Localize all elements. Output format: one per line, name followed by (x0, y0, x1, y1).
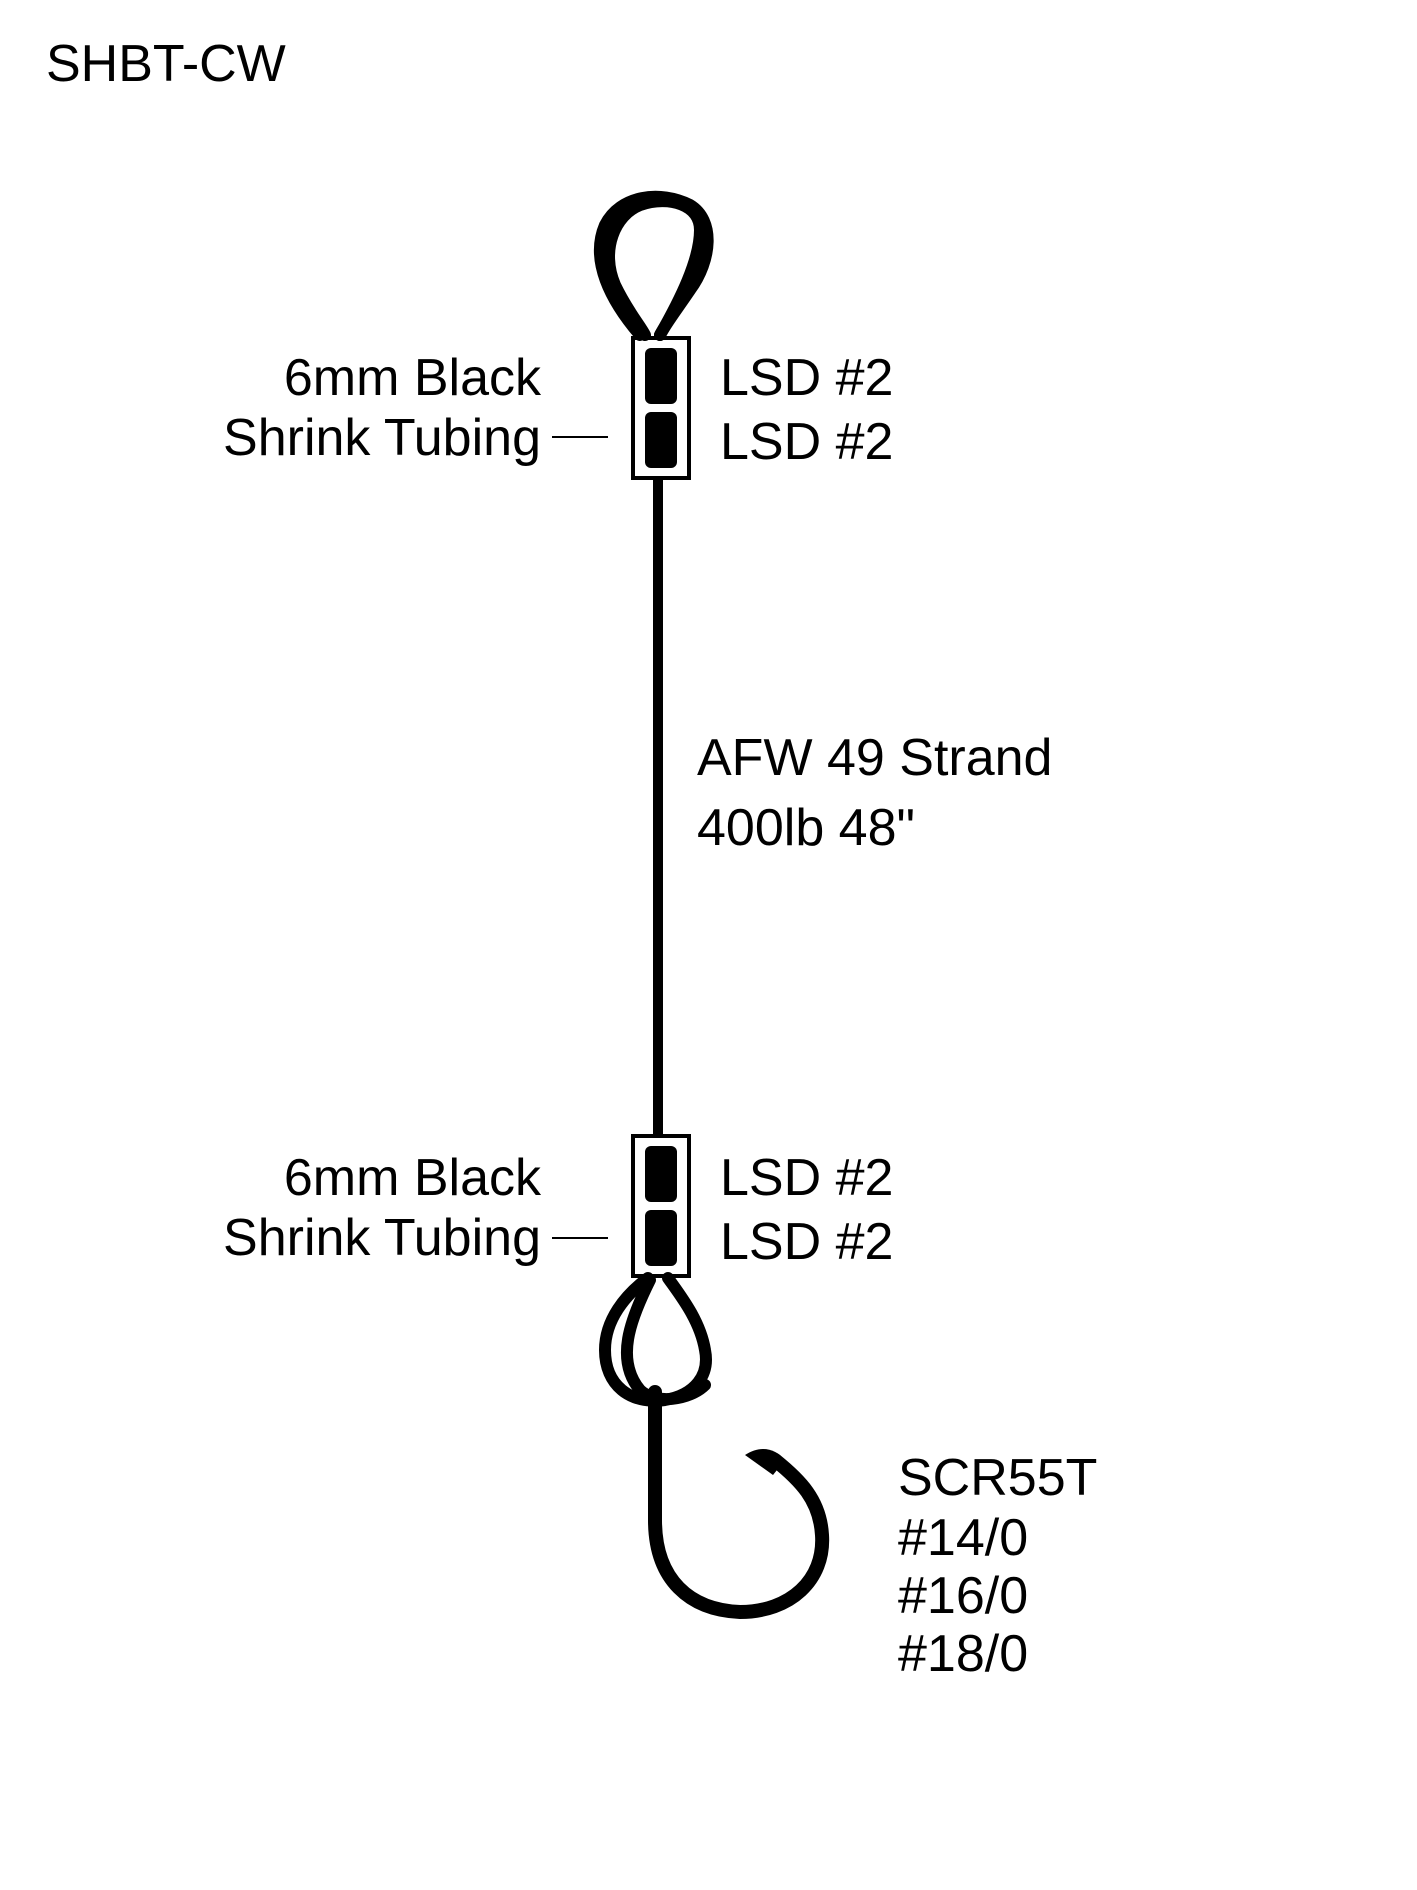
hook-size-label: #18/0 (898, 1625, 1029, 1683)
bottom-sleeve-assembly (552, 1134, 691, 1278)
bottom-loop-icon (598, 1272, 712, 1407)
top-tubing-label-line2: Shrink Tubing (223, 409, 541, 467)
bottom-tubing-label-line2: Shrink Tubing (223, 1209, 541, 1267)
wire-label-line2: 400lb 48" (697, 799, 915, 857)
bottom-sleeve-label-1: LSD #2 (720, 1149, 894, 1207)
top-sleeve-label-1: LSD #2 (720, 349, 894, 407)
top-tubing-label-line1: 6mm Black (283, 349, 541, 407)
bottom-sleeve-label-2: LSD #2 (720, 1213, 894, 1271)
hook-model-label: SCR55T (898, 1449, 1098, 1507)
hook-size-label: #16/0 (898, 1567, 1029, 1625)
wire-label-line1: AFW 49 Strand (697, 729, 1053, 787)
hook-icon (648, 1385, 830, 1620)
top-loop-icon (593, 190, 714, 341)
hook-size-label: #14/0 (898, 1509, 1029, 1567)
diagram-title: SHBT-CW (46, 35, 286, 93)
top-sleeve-label-2: LSD #2 (720, 413, 894, 471)
top-sleeve-assembly (552, 336, 691, 480)
bottom-tubing-label-line1: 6mm Black (283, 1149, 541, 1207)
